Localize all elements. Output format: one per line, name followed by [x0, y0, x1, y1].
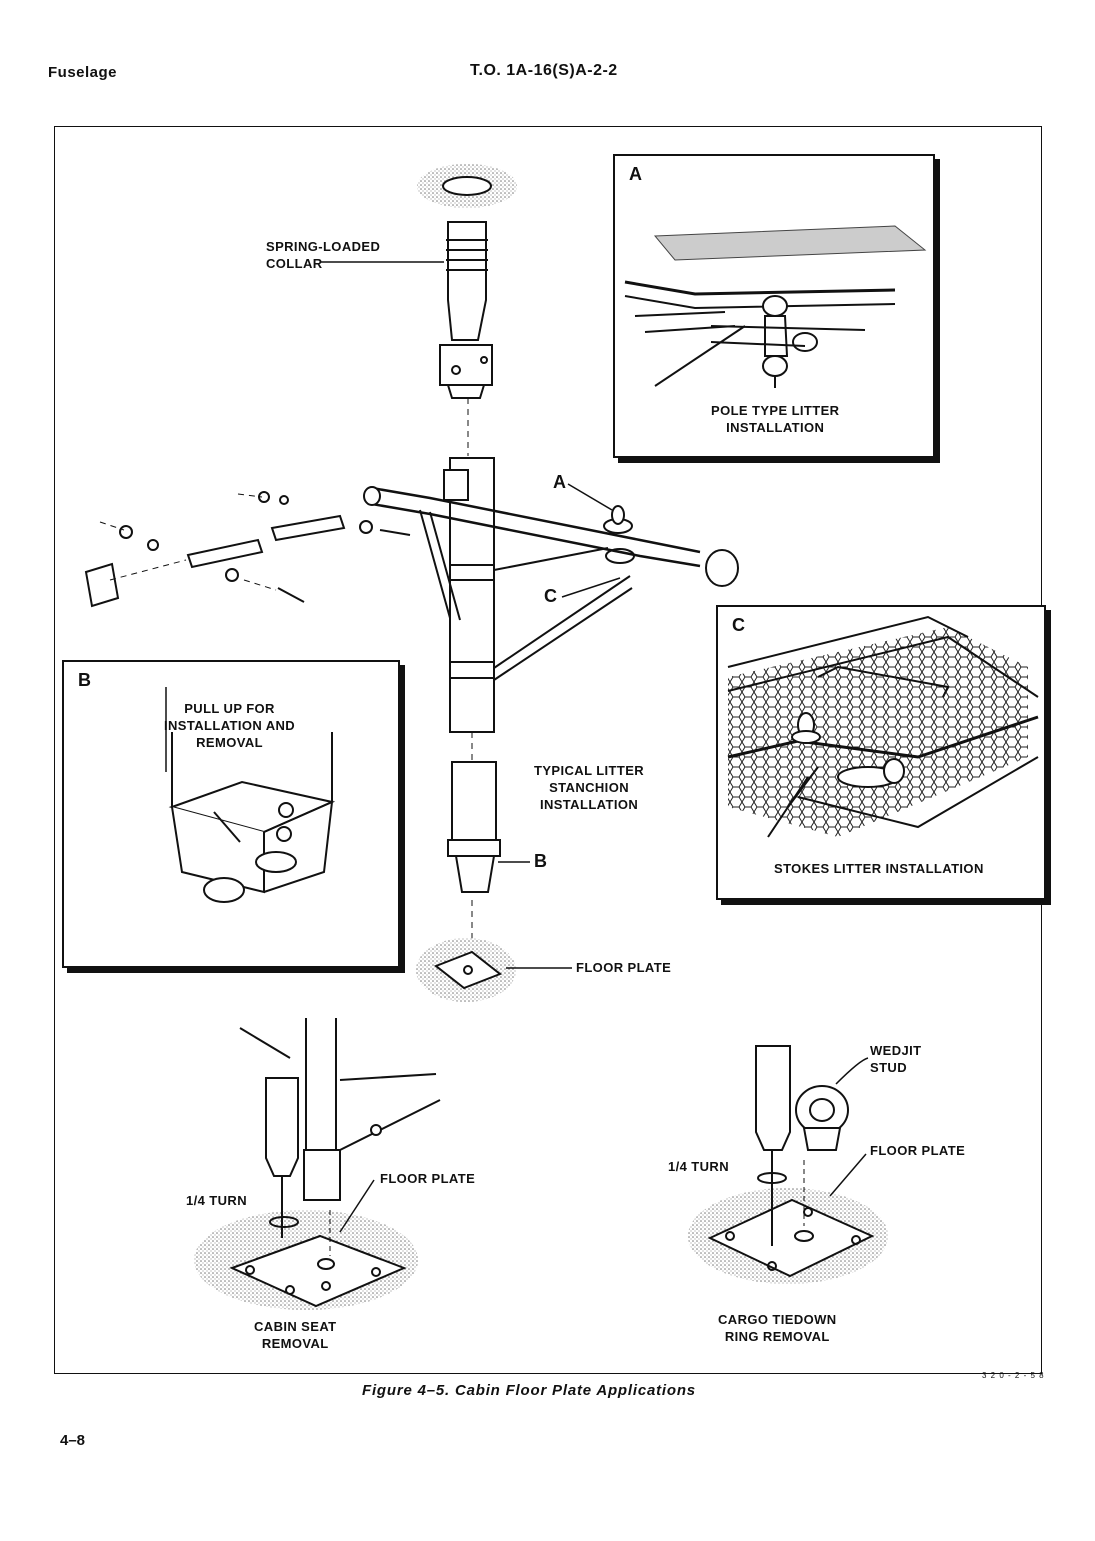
floor-plate-label-right: FLOOR PLATE — [870, 1143, 966, 1158]
document-number: T.O. 1A-16(S)A-2-2 — [470, 62, 618, 79]
quarter-turn-label-left: 1/4 TURN — [186, 1193, 247, 1208]
section-title: Fuselage — [48, 64, 118, 81]
inset-c-caption: STOKES LITTER INSTALLATION — [774, 861, 984, 876]
quarter-turn-label-right: 1/4 TURN — [668, 1159, 729, 1174]
callout-c: C — [544, 586, 557, 606]
figure-code: 3 2 0 - 2 - 5 8 — [982, 1371, 1045, 1380]
figure-caption: Figure 4–5. Cabin Floor Plate Applicatio… — [362, 1382, 696, 1399]
stanchion-base-illustration — [165, 687, 336, 903]
callout-b: B — [534, 851, 547, 871]
floor-plate-label-left: FLOOR PLATE — [380, 1171, 476, 1186]
stokes-litter-illustration — [727, 615, 1039, 838]
inset-c-stokes-litter: C STOKES LITTER INSTALLATION — [716, 605, 1046, 900]
callout-a: A — [553, 472, 566, 492]
page-number: 4–8 — [60, 1432, 86, 1449]
pole-litter-illustration — [624, 225, 927, 388]
inset-c-letter: C — [732, 615, 745, 635]
inset-a-letter: A — [629, 164, 642, 184]
floor-plate-label-center: FLOOR PLATE — [576, 960, 672, 975]
inset-b-letter: B — [78, 670, 91, 690]
